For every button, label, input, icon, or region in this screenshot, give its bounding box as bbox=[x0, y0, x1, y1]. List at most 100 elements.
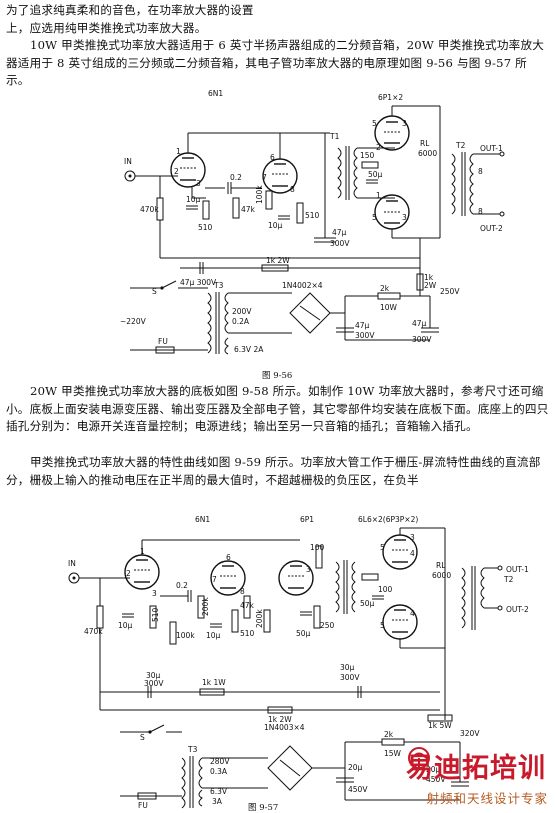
fig56-t1-label: T1 bbox=[329, 132, 340, 141]
fig57-bridge-rectifier bbox=[267, 745, 313, 791]
intro-paragraph: 为了追求纯真柔和的音色，在功率放大器的设置 上，应选用纯甲类推挽式功率放大器。 bbox=[6, 2, 550, 37]
fig56-tube2-label: 6P1×2 bbox=[378, 93, 403, 102]
fig57-c20u-b-label: 20μ bbox=[426, 765, 441, 774]
fig57-t2-secondary bbox=[480, 567, 485, 609]
fig57-r510-b bbox=[231, 609, 239, 633]
fig57-r200k bbox=[197, 595, 205, 619]
fig57-pin-7: 7 bbox=[212, 575, 217, 584]
fig57-out1-label: OUT-1 bbox=[506, 565, 529, 574]
fig56-c47u-b-label: 47μ bbox=[355, 321, 370, 330]
fig57-t3-hv bbox=[198, 757, 203, 789]
fig57-pin-5: 5 bbox=[380, 543, 385, 552]
fig56-r100k-label: 100k bbox=[255, 185, 264, 204]
intro-line-1: 为了追求纯真柔和的音色，在功率放大器的设置 bbox=[6, 3, 254, 17]
fig56-c02-label: 0.2 bbox=[230, 173, 242, 182]
fig57-r1k5w-label: 1k 5W bbox=[428, 721, 452, 730]
fig56-t3-heater bbox=[224, 337, 229, 355]
fig56-r100k bbox=[265, 190, 273, 210]
fig56-rl-value: 6000 bbox=[418, 149, 437, 158]
fig56-w10-label: 10W bbox=[380, 303, 398, 312]
fig56-rl-label: RL bbox=[420, 139, 430, 148]
fig57-c10u-b-label: 10μ bbox=[206, 631, 221, 640]
fig57-pin-5b: 5 bbox=[380, 621, 385, 630]
fig56-v300-b-label: 300V bbox=[355, 331, 375, 340]
paragraph-3-text: 甲类推挽式功率放大器的特性曲线如图 9-59 所示。功率放大管工作于栅压-屏流特… bbox=[6, 455, 541, 487]
fig56-t3-primary bbox=[207, 292, 212, 354]
fig57-pin-2: 2 bbox=[126, 569, 131, 578]
fig57-pin-6: 6 bbox=[226, 553, 231, 562]
antenna-logo-icon bbox=[408, 747, 430, 769]
fig56-ac-label: ~220V bbox=[120, 317, 147, 326]
fig57-pin-3c: 3 bbox=[410, 533, 415, 542]
fig56-r150 bbox=[361, 161, 379, 169]
fig56-r47k-label: 47k bbox=[241, 205, 256, 214]
fig56-v300-a-label: 300V bbox=[330, 239, 350, 248]
fig56-t2-secondary bbox=[469, 153, 474, 215]
fig57-fuse bbox=[137, 792, 157, 800]
fig57-pin-8: 8 bbox=[240, 587, 245, 596]
fig56-c47u300-label: 47μ 300V bbox=[180, 278, 217, 287]
fig57-bridge-diode-mark bbox=[279, 759, 301, 777]
figure-9-57: 6N1 6P1 6L6×2(6P3P×2) IN 470k 1 2 3 10μ … bbox=[68, 515, 529, 813]
fig57-c50u-b-label: 50μ bbox=[360, 599, 375, 608]
fig56-c10u-label: 10μ bbox=[186, 195, 201, 204]
fig57-c20u-label: 20μ bbox=[348, 763, 363, 772]
fig56-tap-8: 8 bbox=[478, 167, 483, 176]
fig57-pin-3: 3 bbox=[152, 589, 157, 598]
fig56-t2-label: T2 bbox=[455, 141, 466, 150]
fig56-v200-label: 200V bbox=[232, 307, 252, 316]
fig57-v450-label: 450V bbox=[348, 785, 368, 794]
fig56-pin-8: 8 bbox=[290, 185, 295, 194]
fig57-r200k-label: 200k bbox=[201, 597, 210, 616]
fig57-switch-blade bbox=[149, 724, 165, 733]
fig57-tube-6n1-b bbox=[210, 560, 246, 596]
fig56-t1-primary bbox=[337, 147, 342, 199]
fig57-t3-primary bbox=[181, 757, 186, 809]
fig57-r510-b-label: 510 bbox=[240, 629, 255, 638]
paragraph-1-text: 10W 甲类推挽式功率放大器适用于 6 英寸半扬声器组成的二分频音箱，20W 甲… bbox=[6, 38, 545, 87]
fig56-c50u-label: 50μ bbox=[368, 170, 383, 179]
fig56-t1-secondary bbox=[353, 147, 358, 199]
fig57-in-label: IN bbox=[68, 559, 76, 568]
fig56-c47u-a-label: 47μ bbox=[332, 228, 347, 237]
fig56-r2k-label: 2k bbox=[380, 284, 390, 293]
fig56-r470k-label: 470k bbox=[140, 205, 159, 214]
fig57-r1k2w bbox=[267, 706, 293, 714]
fig57-r100 bbox=[315, 545, 323, 569]
fig57-t2-primary bbox=[461, 567, 466, 629]
fig56-out2-terminal bbox=[499, 211, 505, 217]
fig56-v250-label: 250V bbox=[440, 287, 460, 296]
fig56-pin-1b: 1 bbox=[376, 191, 381, 200]
fig57-caption: 图 9-57 bbox=[248, 803, 278, 813]
fig56-bridge-rectifier bbox=[289, 292, 331, 334]
fig57-c02-label: 0.2 bbox=[176, 581, 188, 590]
fig57-r2k-label: 2k bbox=[384, 730, 394, 739]
fig57-switch-pivot bbox=[148, 730, 152, 734]
fig57-a3-label: 3A bbox=[212, 797, 223, 806]
fig56-caption: 图 9-56 bbox=[262, 371, 292, 380]
fig57-c10u-label: 10μ bbox=[118, 621, 133, 630]
fig56-out1-label: OUT-1 bbox=[480, 144, 503, 153]
fig56-fuse bbox=[155, 346, 175, 354]
fig56-switch-pivot bbox=[160, 286, 164, 290]
fig57-r100-b-label: 100 bbox=[378, 585, 393, 594]
fig56-r1k2w-label: 1k 2W bbox=[266, 256, 290, 265]
fig56-c10u-b-label: 10μ bbox=[268, 221, 283, 230]
fig57-r47k-label: 47k bbox=[240, 601, 255, 610]
fig57-r1k1w bbox=[199, 688, 225, 696]
figure-9-56: 6N1 6P1×2 IN 1 2 3 470k 10μ 510 0.2 47k … bbox=[120, 89, 505, 380]
fig57-r250-label: 250 bbox=[320, 621, 335, 630]
fig56-t3-hv bbox=[224, 292, 229, 334]
fig57-fu-label: FU bbox=[138, 801, 148, 810]
fig56-tap-8b: 8 bbox=[478, 207, 483, 216]
fig57-v300-label: 300V bbox=[144, 679, 164, 688]
fig56-pin-5b: 5 bbox=[372, 213, 377, 222]
fig56-pin-1: 1 bbox=[176, 147, 181, 156]
fig57-r250 bbox=[313, 605, 321, 629]
fig57-r100k-label: 100k bbox=[176, 631, 195, 640]
fig57-rl-label: RL bbox=[436, 561, 446, 570]
fig56-input-jack-pin bbox=[128, 174, 132, 178]
fig56-r510 bbox=[202, 200, 210, 220]
fig56-r510-label: 510 bbox=[198, 223, 213, 232]
fig57-r200k-b-label: 200k bbox=[255, 609, 264, 628]
